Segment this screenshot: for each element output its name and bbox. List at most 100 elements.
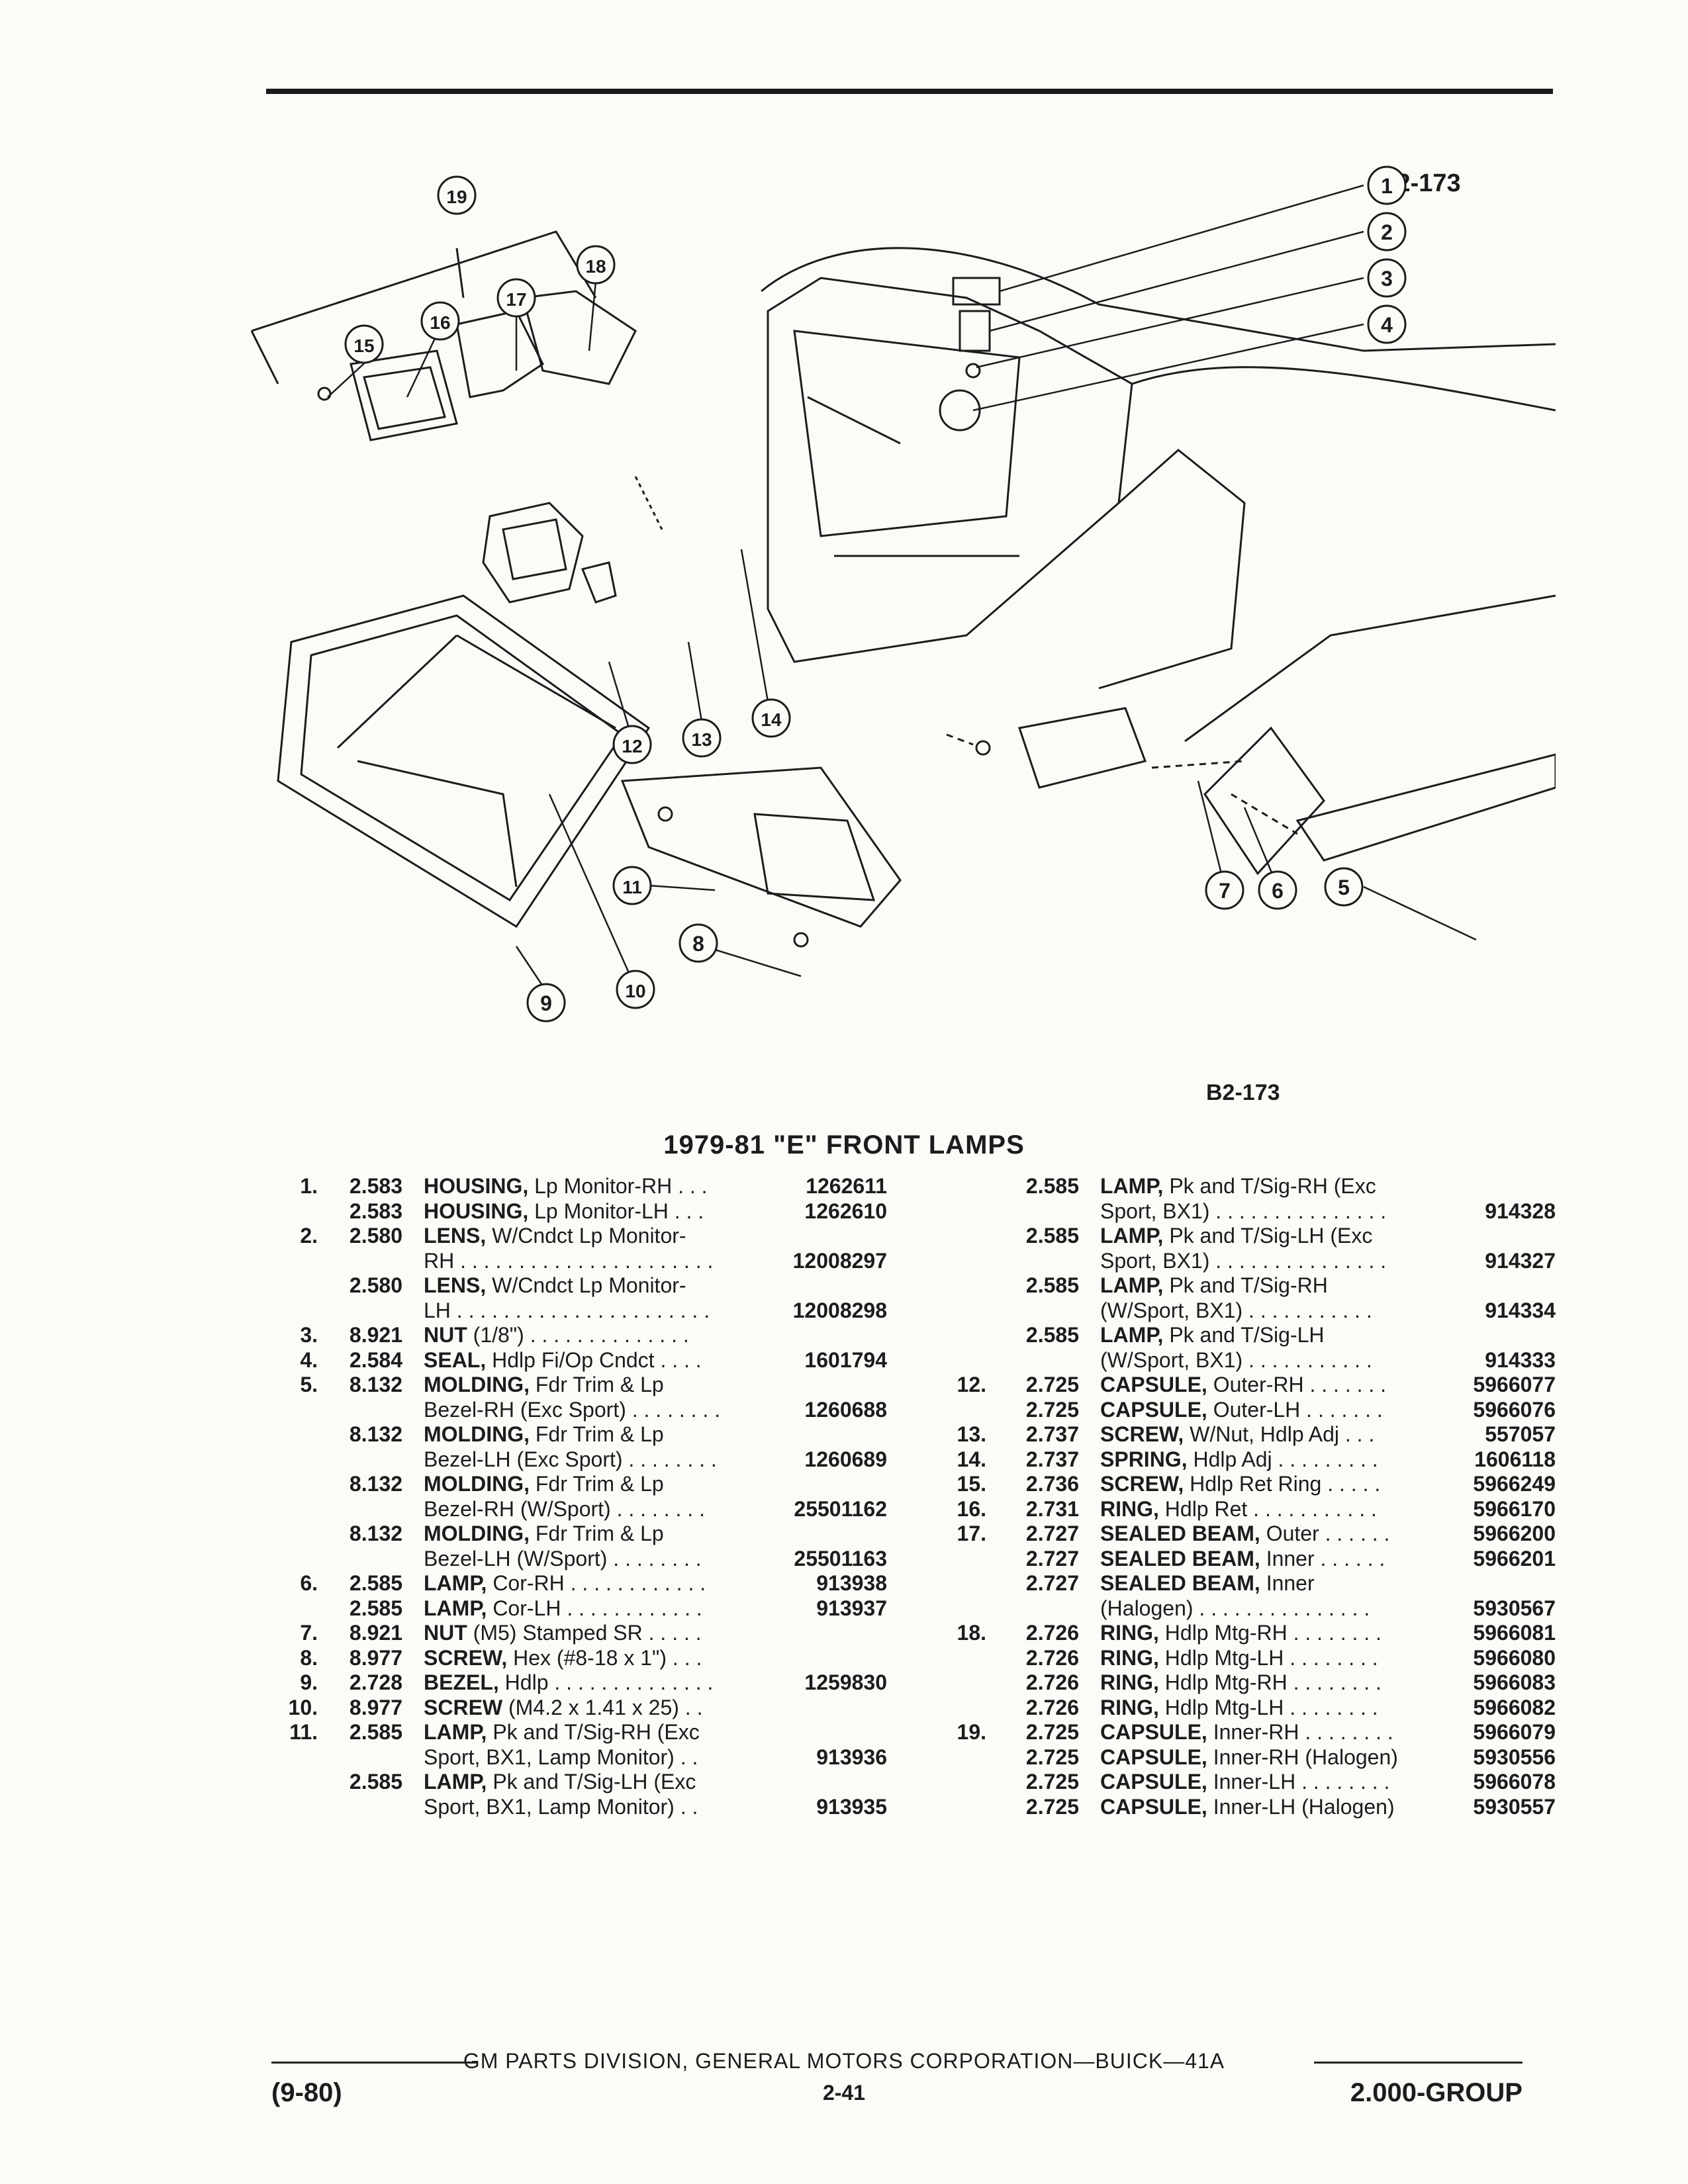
part-description: SCREW, W/Nut, Hdlp Adj . . . — [1100, 1422, 1439, 1447]
part-name: LAMP, — [1100, 1224, 1164, 1248]
parts-row: Bezel-RH (Exc Sport) . . . . . . . .1260… — [258, 1398, 887, 1423]
part-number — [1439, 1273, 1556, 1298]
part-name: NUT — [424, 1621, 467, 1645]
part-detail: Lp Monitor-LH . . . — [528, 1199, 704, 1223]
part-number — [1439, 1323, 1556, 1348]
part-detail: W/Cndct Lp Monitor- — [486, 1224, 686, 1248]
part-detail: Bezel-RH (Exc Sport) . . . . . . . . — [424, 1397, 721, 1422]
group-code: 8.132 — [349, 1522, 402, 1545]
part-number — [757, 1273, 887, 1298]
exploded-diagram: 1 2 3 4 5 6 7 8 9 10 11 12 13 14 15 16 1… — [238, 132, 1557, 1079]
item-index — [920, 1348, 986, 1373]
part-detail: Cor-LH . . . . . . . . . . . . — [487, 1596, 702, 1620]
item-index — [258, 1249, 318, 1274]
part-detail: Hdlp Mtg-RH . . . . . . . . — [1158, 1670, 1382, 1694]
part-description: CAPSULE, Inner-RH (Halogen) — [1100, 1745, 1439, 1770]
part-description: CAPSULE, Outer-RH . . . . . . . — [1100, 1373, 1439, 1398]
part-number — [1439, 1224, 1556, 1249]
item-index — [920, 1596, 986, 1621]
group-code — [986, 1596, 1079, 1621]
footer-division: GM PARTS DIVISION, GENERAL MOTORS CORPOR… — [463, 2049, 1225, 2073]
footer-group: 2.000-GROUP — [1350, 2078, 1523, 2107]
part-description: LAMP, Pk and T/Sig-RH (Exc — [1100, 1174, 1439, 1199]
item-index — [920, 1249, 986, 1274]
item-index: 4. — [300, 1347, 318, 1372]
part-number: 12008297 — [792, 1248, 887, 1273]
bracket-arrow-left — [250, 330, 279, 385]
part-name: CAPSULE, — [1100, 1745, 1207, 1769]
callout-10: 10 — [616, 970, 655, 1009]
item-index: 9. — [300, 1670, 318, 1694]
part-description: LH . . . . . . . . . . . . . . . . . . .… — [424, 1298, 757, 1324]
part-detail: Inner-RH (Halogen) — [1207, 1745, 1398, 1769]
item-index — [258, 1273, 318, 1298]
group-code — [318, 1447, 402, 1473]
part-detail: Pk and T/Sig-LH (Exc — [487, 1770, 696, 1794]
item-index — [258, 1547, 318, 1572]
callout-label: 11 — [622, 877, 642, 897]
part-number — [1439, 1174, 1556, 1199]
group-code: 8.977 — [349, 1645, 402, 1670]
part-description: RING, Hdlp Mtg-LH . . . . . . . . — [1100, 1696, 1439, 1721]
part-detail: RH . . . . . . . . . . . . . . . . . . .… — [424, 1248, 714, 1273]
part-number — [757, 1373, 887, 1398]
part-detail: W/Cndct Lp Monitor- — [486, 1273, 686, 1297]
part-number: 5966082 — [1473, 1695, 1556, 1719]
part-name: SCREW, — [424, 1645, 508, 1670]
top-rule — [266, 89, 1553, 94]
part-name: CAPSULE, — [1100, 1397, 1207, 1422]
part-description: RING, Hdlp Ret . . . . . . . . . . . — [1100, 1497, 1439, 1522]
part-number: 5966076 — [1473, 1397, 1556, 1422]
part-description: Sport, BX1, Lamp Monitor) . . — [424, 1795, 757, 1820]
part-detail: Hdlp Mtg-LH . . . . . . . . — [1158, 1695, 1378, 1719]
callout-label: 8 — [692, 932, 704, 956]
fender-cutout — [1203, 726, 1325, 876]
callout-label: 1 — [1381, 174, 1393, 198]
part-detail: Inner . . . . . . — [1260, 1546, 1385, 1570]
item-index — [920, 1547, 986, 1572]
item-index: 12. — [957, 1373, 986, 1396]
part-description: LAMP, Pk and T/Sig-RH — [1100, 1273, 1439, 1298]
part-name: SEALED BEAM, — [1100, 1522, 1260, 1545]
part-detail: Bezel-LH (Exc Sport) . . . . . . . . — [424, 1447, 717, 1471]
ret-ring-shape — [350, 349, 458, 441]
footer-rule-right — [1314, 2062, 1523, 2064]
part-detail: (M5) Stamped SR . . . . . — [467, 1621, 702, 1645]
cornering-lamp-shape — [1018, 707, 1147, 789]
part-number — [757, 1522, 887, 1547]
group-code: 2.725 — [1025, 1720, 1079, 1744]
item-index — [258, 1447, 318, 1473]
parts-row: Sport, BX1, Lamp Monitor) . .913935 — [258, 1795, 887, 1820]
item-index — [920, 1770, 986, 1795]
callout-label: 7 — [1219, 879, 1231, 903]
bracket-stem — [455, 248, 465, 298]
figure-code-bottom: B2-173 — [1206, 1080, 1280, 1105]
part-description: SPRING, Hdlp Adj . . . . . . . . . — [1100, 1447, 1439, 1473]
part-detail: Bezel-RH (W/Sport) . . . . . . . . — [424, 1496, 705, 1521]
part-number: 5930557 — [1473, 1794, 1556, 1819]
part-detail: Fdr Trim & Lp — [529, 1472, 664, 1496]
item-index — [920, 1646, 986, 1671]
group-code: 8.132 — [349, 1472, 402, 1496]
callout-label: 9 — [540, 991, 552, 1015]
part-name: SPRING, — [1100, 1447, 1188, 1471]
part-detail: Hdlp Mtg-LH . . . . . . . . — [1158, 1645, 1378, 1670]
part-description: SCREW, Hex (#8-18 x 1") . . . — [424, 1646, 757, 1671]
part-description: RING, Hdlp Mtg-RH . . . . . . . . — [1100, 1670, 1439, 1696]
part-number — [757, 1770, 887, 1795]
part-name: LENS, — [424, 1273, 487, 1297]
part-name: CAPSULE, — [1100, 1794, 1207, 1819]
item-index: 10. — [288, 1695, 318, 1719]
part-name: MOLDING, — [424, 1472, 530, 1496]
part-detail: (W/Sport, BX1) . . . . . . . . . . . — [1100, 1347, 1372, 1372]
part-name: SCREW — [424, 1695, 503, 1719]
part-detail: W/Nut, Hdlp Adj . . . — [1184, 1422, 1375, 1446]
